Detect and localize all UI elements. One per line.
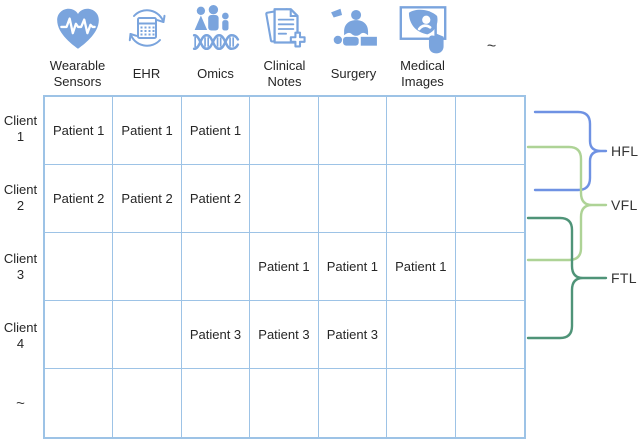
family-dna-icon	[191, 4, 241, 54]
row-label-client-2: Client 2	[3, 181, 38, 214]
grid-cell: Patient 2	[181, 165, 251, 233]
heart-pulse-icon	[52, 4, 104, 54]
client-modality-grid: Patient 1 Patient 1 Patient 1 Patient 2 …	[43, 95, 526, 439]
grid-cell	[45, 369, 114, 437]
grid-cell	[455, 165, 524, 233]
grid-cell: Patient 1	[387, 233, 456, 301]
column-header-omics: Omics	[197, 66, 234, 82]
grid-cell	[113, 301, 182, 369]
vfl-label: VFL	[611, 197, 638, 213]
operating-room-icon	[329, 6, 379, 52]
column-header-medical-images: Medical Images	[400, 58, 445, 89]
grid-cell	[318, 97, 388, 165]
column-header-wearable-sensors: Wearable Sensors	[49, 58, 106, 89]
client-row-labels: Client 1 Client 2 Client 3 Client 4 ~	[0, 95, 41, 439]
ftl-label: FTL	[611, 270, 637, 286]
grid-cell	[318, 165, 388, 233]
column-header-clinical-notes: Clinical Notes	[263, 58, 306, 89]
grid-cell	[455, 97, 524, 165]
grid-cell	[250, 165, 319, 233]
modality-icons-row: ~	[43, 2, 526, 55]
grid-cell: Patient 2	[113, 165, 182, 233]
grid-cell: Patient 1	[45, 97, 114, 165]
grid-cell	[455, 301, 524, 369]
grid-cell	[45, 233, 114, 301]
column-headers: Wearable Sensors EHR Omics Clinical Note…	[43, 56, 526, 92]
grid-cell	[387, 301, 456, 369]
grid-cell: Patient 3	[181, 301, 251, 369]
grid-cell: Patient 3	[250, 301, 319, 369]
grid-cell	[387, 369, 456, 437]
documents-plus-icon	[260, 4, 310, 54]
grid-cell	[387, 165, 456, 233]
grid-cell	[250, 97, 319, 165]
row-label-client-1: Client 1	[3, 113, 38, 145]
vfl-brace	[526, 145, 608, 262]
grid-cell	[113, 369, 182, 437]
hfl-brace	[533, 110, 608, 192]
grid-cell	[250, 369, 319, 437]
hfl-label: HFL	[611, 143, 639, 159]
column-header-ellipsis	[457, 56, 526, 92]
grid-cell	[387, 97, 456, 165]
ultrasound-hand-icon	[397, 3, 449, 55]
grid-cell	[455, 233, 524, 301]
grid-cell	[182, 369, 251, 437]
ftl-brace	[526, 216, 608, 340]
grid-cell	[456, 369, 524, 437]
grid-cell: Patient 1	[250, 233, 319, 301]
row-label-client-4: Client 4	[3, 319, 38, 351]
grid-cell: Patient 3	[318, 301, 388, 369]
grid-cell	[45, 301, 114, 369]
grid-cell	[319, 369, 388, 437]
grid-cell: Patient 1	[318, 233, 388, 301]
grid-cell	[113, 233, 182, 301]
grid-cell: Patient 1	[181, 97, 251, 165]
grid-cell: Patient 2	[45, 165, 114, 233]
column-header-ehr: EHR	[132, 66, 161, 82]
more-modalities-tilde: ~	[486, 38, 497, 55]
calendar-sync-icon	[123, 5, 171, 53]
row-label-more-clients-tilde: ~	[16, 395, 25, 413]
row-label-client-3: Client 3	[3, 250, 38, 282]
grid-cell	[181, 233, 251, 301]
grid-cell: Patient 1	[113, 97, 182, 165]
column-header-surgery: Surgery	[330, 66, 377, 82]
